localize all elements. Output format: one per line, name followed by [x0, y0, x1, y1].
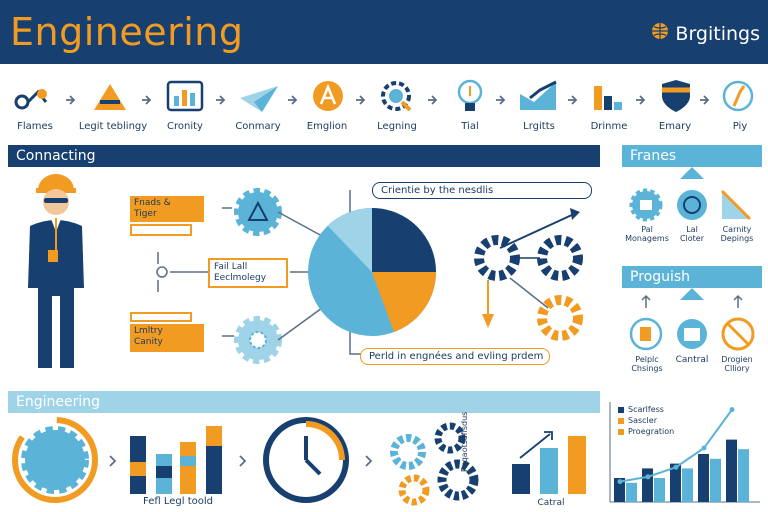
trend-point — [645, 474, 651, 480]
brand-name: Brgitings — [675, 22, 760, 45]
bottom-arrows — [109, 455, 373, 467]
ruler-triangle-icon — [720, 189, 752, 221]
progush-label: Drogien Clliory — [721, 355, 753, 373]
step-label: Drinme — [590, 121, 628, 132]
paper-plane-icon — [240, 86, 278, 112]
header-bar — [0, 0, 768, 64]
gear-doc-icon — [629, 188, 663, 222]
step-label: Flames — [17, 121, 53, 132]
legend: Scarlfess Sascler Proegration — [618, 404, 674, 437]
connecting-title: Connacting — [8, 145, 600, 167]
node-circle — [156, 266, 168, 278]
frames-label: Lal Cloter — [679, 225, 705, 243]
no-entry-circle-icon — [721, 317, 755, 351]
brand: Brgitings — [651, 22, 760, 45]
chart-bar — [726, 439, 737, 502]
chart-bar — [642, 468, 653, 502]
pie-chart — [308, 208, 436, 336]
rotated-label: Rsqaotsafisdus — [460, 411, 469, 472]
step-label: Conmary — [235, 121, 281, 132]
step-label: Piy — [732, 121, 748, 132]
lightbulb-icon — [457, 79, 483, 111]
legend-item: Proegration — [618, 426, 674, 437]
growth-chart — [609, 402, 760, 503]
chart-bar — [670, 463, 681, 502]
legend-label: Sascler — [628, 416, 657, 425]
progush-icons — [629, 288, 755, 351]
gear-magnifier-icon — [381, 81, 412, 112]
legend-label: Scarlfess — [628, 405, 664, 414]
legend-swatch — [618, 417, 624, 424]
legend-swatch — [618, 406, 624, 413]
bar-chart-icon — [594, 86, 622, 110]
calendar-circle-icon — [677, 319, 707, 349]
bottom-diagram — [12, 417, 586, 506]
frames-icons — [629, 167, 752, 222]
gear-warning-icon — [234, 188, 282, 236]
step-label: Cronity — [167, 121, 203, 132]
page-title: Engineering — [10, 10, 244, 54]
warning-cone-icon — [94, 84, 126, 110]
chart-bar — [654, 478, 665, 502]
step-label: Legit teblingy — [78, 121, 148, 132]
chart-bar — [682, 468, 693, 502]
info-box: Lmltry Canity — [130, 324, 204, 352]
engineer-figure — [28, 174, 84, 368]
info-box: Fail Lall Eeclmolegy — [208, 258, 288, 288]
process-icons — [14, 79, 754, 112]
step-label: Legning — [377, 121, 417, 132]
stacked-bars — [130, 426, 222, 494]
gear-cluster-icon — [390, 422, 479, 506]
frames-label: Pal Monagems — [625, 225, 669, 243]
chart2-label: Catral — [537, 498, 565, 508]
callout-bottom: Perld in engnées and evling prdem — [360, 348, 550, 365]
growth-arrow-icon — [520, 80, 557, 110]
chart-bar — [710, 458, 721, 502]
legend-item: Sascler — [618, 415, 674, 426]
bar-label: Fefl Legl toold — [143, 496, 213, 507]
progush-label: Cantral — [675, 355, 709, 365]
step-label: Emglion — [306, 121, 348, 132]
chart-bar — [626, 482, 637, 502]
chart-bar — [614, 478, 625, 502]
trend-point — [729, 407, 735, 413]
bottom-title: Engineering — [8, 391, 600, 413]
progush-label: Pelplc Chsings — [631, 355, 663, 373]
trend-point — [617, 479, 623, 485]
connecting-diagram — [28, 174, 583, 368]
frames-label: Carnity Depings — [720, 225, 754, 243]
chart-bar — [698, 454, 709, 502]
info-box-bar — [130, 224, 192, 236]
progush-title: Proguish — [622, 266, 762, 288]
info-box: Fnads & Tiger — [130, 196, 204, 222]
cable-icon — [14, 89, 48, 110]
trend-point — [673, 464, 679, 470]
step-label: Lrgitts — [523, 121, 555, 132]
compass-icon — [722, 80, 754, 112]
legend-swatch — [618, 428, 624, 435]
mini-bar-chart — [512, 431, 586, 494]
globe-circle-icon — [677, 190, 707, 220]
chart-monitor-icon — [166, 80, 204, 112]
clock-icon — [263, 417, 349, 503]
frames-title: Franes — [622, 145, 762, 167]
globe-icon — [651, 22, 669, 45]
shield-icon — [662, 80, 690, 112]
chart-bar — [738, 449, 749, 502]
trend-point — [701, 445, 707, 451]
info-box-bar — [130, 312, 192, 322]
document-circle-icon — [629, 317, 663, 351]
gear-icon — [234, 316, 282, 364]
legend-label: Proegration — [628, 427, 675, 436]
callout-top: Crientie by the nesdlis — [372, 182, 592, 199]
step-label: Tial — [461, 121, 479, 132]
letter-a-badge-icon — [313, 81, 343, 111]
process-steps: Flames Legit teblingy Cronity Conmary Em… — [0, 70, 768, 140]
step-arrows — [66, 95, 710, 105]
step-label: Emary — [658, 121, 692, 132]
legend-item: Scarlfess — [618, 404, 674, 415]
gear-ring-icon — [12, 417, 98, 503]
gear-pair-icon — [474, 208, 583, 341]
